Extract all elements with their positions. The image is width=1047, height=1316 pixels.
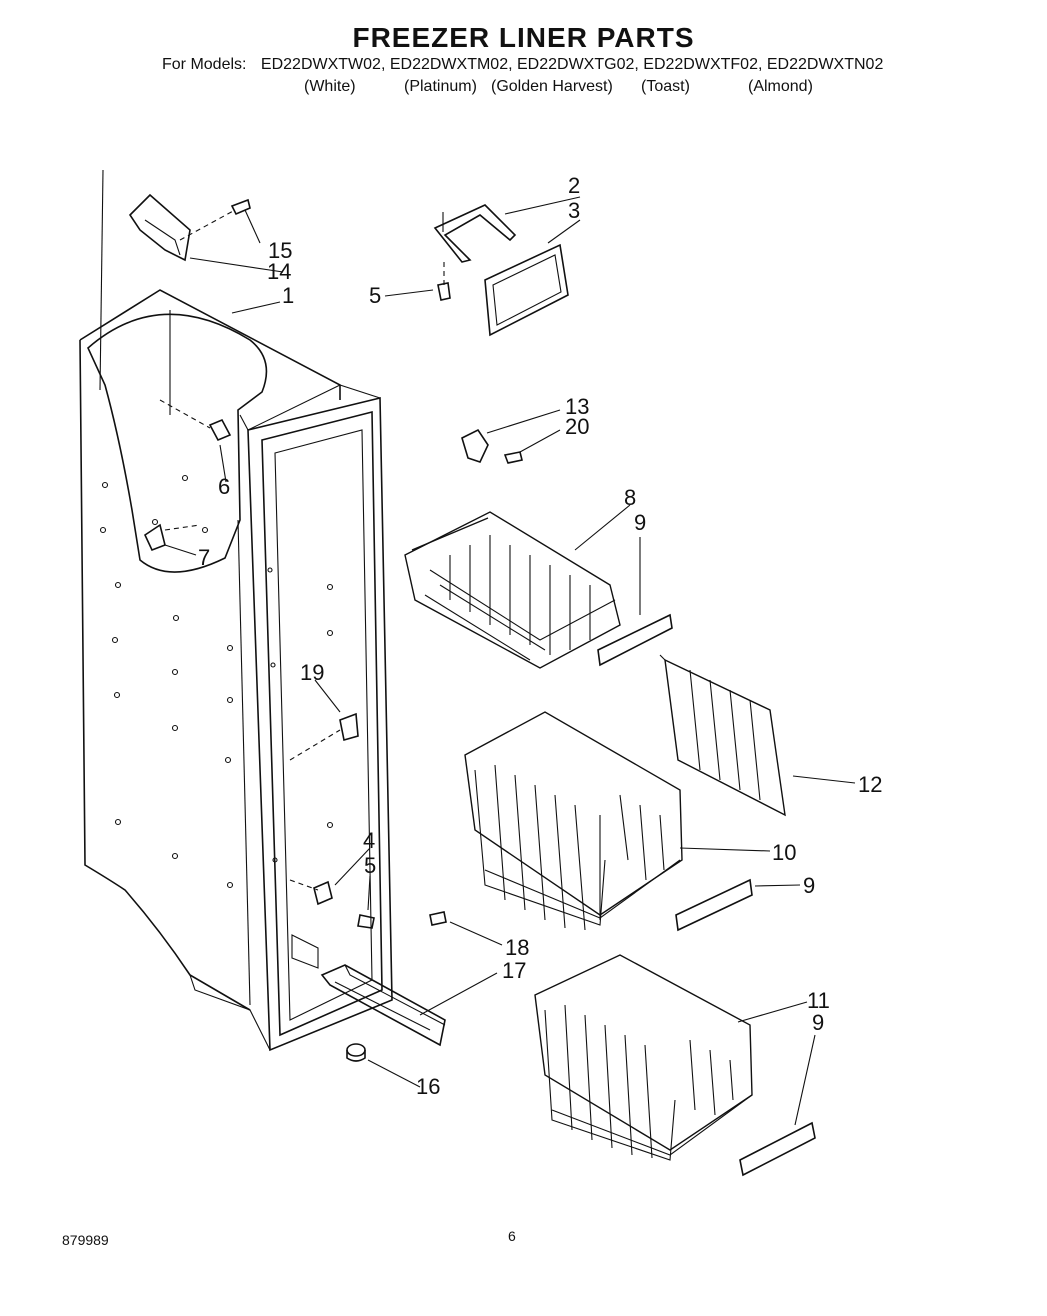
callout-9: 9: [634, 510, 646, 535]
rail-part-9-bottom: [739, 1121, 816, 1177]
callout-4: 4: [363, 828, 375, 853]
model-code: ED22DWXTG02,: [517, 56, 639, 73]
models-label: For Models:: [162, 56, 247, 73]
clip-part-6: [159, 399, 232, 442]
clip-part-7: [143, 523, 201, 552]
callout-9: 9: [803, 873, 815, 898]
model-code: ED22DWXTW02,: [260, 56, 386, 73]
callout-12: 12: [858, 772, 882, 797]
callout-3: 3: [568, 198, 580, 223]
page-number: 6: [508, 1228, 516, 1244]
freezer-liner: [79, 169, 393, 1052]
page-title: FREEZER LINER PARTS: [352, 22, 695, 53]
callout-19: 19: [300, 660, 324, 685]
bracket-part-2: [433, 204, 517, 285]
sensor-part-13: [461, 428, 489, 463]
model-code: ED22DWXTM02,: [389, 56, 513, 73]
callout-10: 10: [772, 840, 796, 865]
cover-part-3: [484, 243, 569, 337]
model-color: (Almond): [748, 78, 813, 95]
model-code: ED22DWXTF02,: [643, 56, 763, 73]
grille-part-17: [320, 964, 446, 1047]
callout-1: 1: [282, 283, 294, 308]
document-number: 879989: [62, 1232, 109, 1248]
screw-part-15: [230, 198, 251, 216]
hinge-bracket-part-14: [128, 193, 236, 262]
screw-part-20: [503, 451, 523, 464]
models-line: For Models: ED22DWXTW02, ED22DWXTM02, ED…: [162, 56, 883, 74]
callout-18: 18: [505, 935, 529, 960]
callout-17: 17: [502, 958, 526, 983]
callout-6: 6: [218, 474, 230, 499]
callout-16: 16: [416, 1074, 440, 1099]
basket-part-8: [404, 511, 621, 669]
leader-lines: [164, 196, 856, 1126]
callout-5: 5: [364, 853, 376, 878]
callout-15: 15: [268, 238, 292, 263]
model-color: (White): [304, 78, 356, 95]
screw-part-5-bottom: [357, 914, 375, 929]
screw-part-18: [429, 911, 447, 926]
callout-14: 14: [267, 259, 291, 284]
callout-7: 7: [198, 545, 210, 570]
clip-part-19: [289, 712, 359, 761]
callout-labels: 1 2 3 4 5 5 6 7 8 9 9 9 10 11 12 13 14 1…: [198, 173, 882, 1099]
rail-part-9-top: [597, 613, 673, 667]
callout-9: 9: [812, 1010, 824, 1035]
callout-2: 2: [568, 173, 580, 198]
callout-8: 8: [624, 485, 636, 510]
callout-13: 13: [565, 394, 589, 419]
model-color: (Golden Harvest): [491, 78, 613, 95]
basket-part-11: [534, 954, 753, 1161]
callout-11: 11: [807, 988, 830, 1013]
plug-part-16: [346, 1043, 366, 1062]
callout-5: 5: [369, 283, 381, 308]
callout-20: 20: [565, 414, 589, 439]
model-color: (Platinum): [404, 78, 477, 95]
model-code: ED22DWXTN02: [766, 56, 884, 73]
screw-part-5-top: [437, 282, 451, 301]
model-color: (Toast): [641, 78, 690, 95]
divider-part-12: [659, 654, 786, 817]
clip-part-4: [289, 879, 333, 906]
rail-part-9-middle: [675, 878, 753, 932]
basket-part-10: [464, 711, 683, 931]
